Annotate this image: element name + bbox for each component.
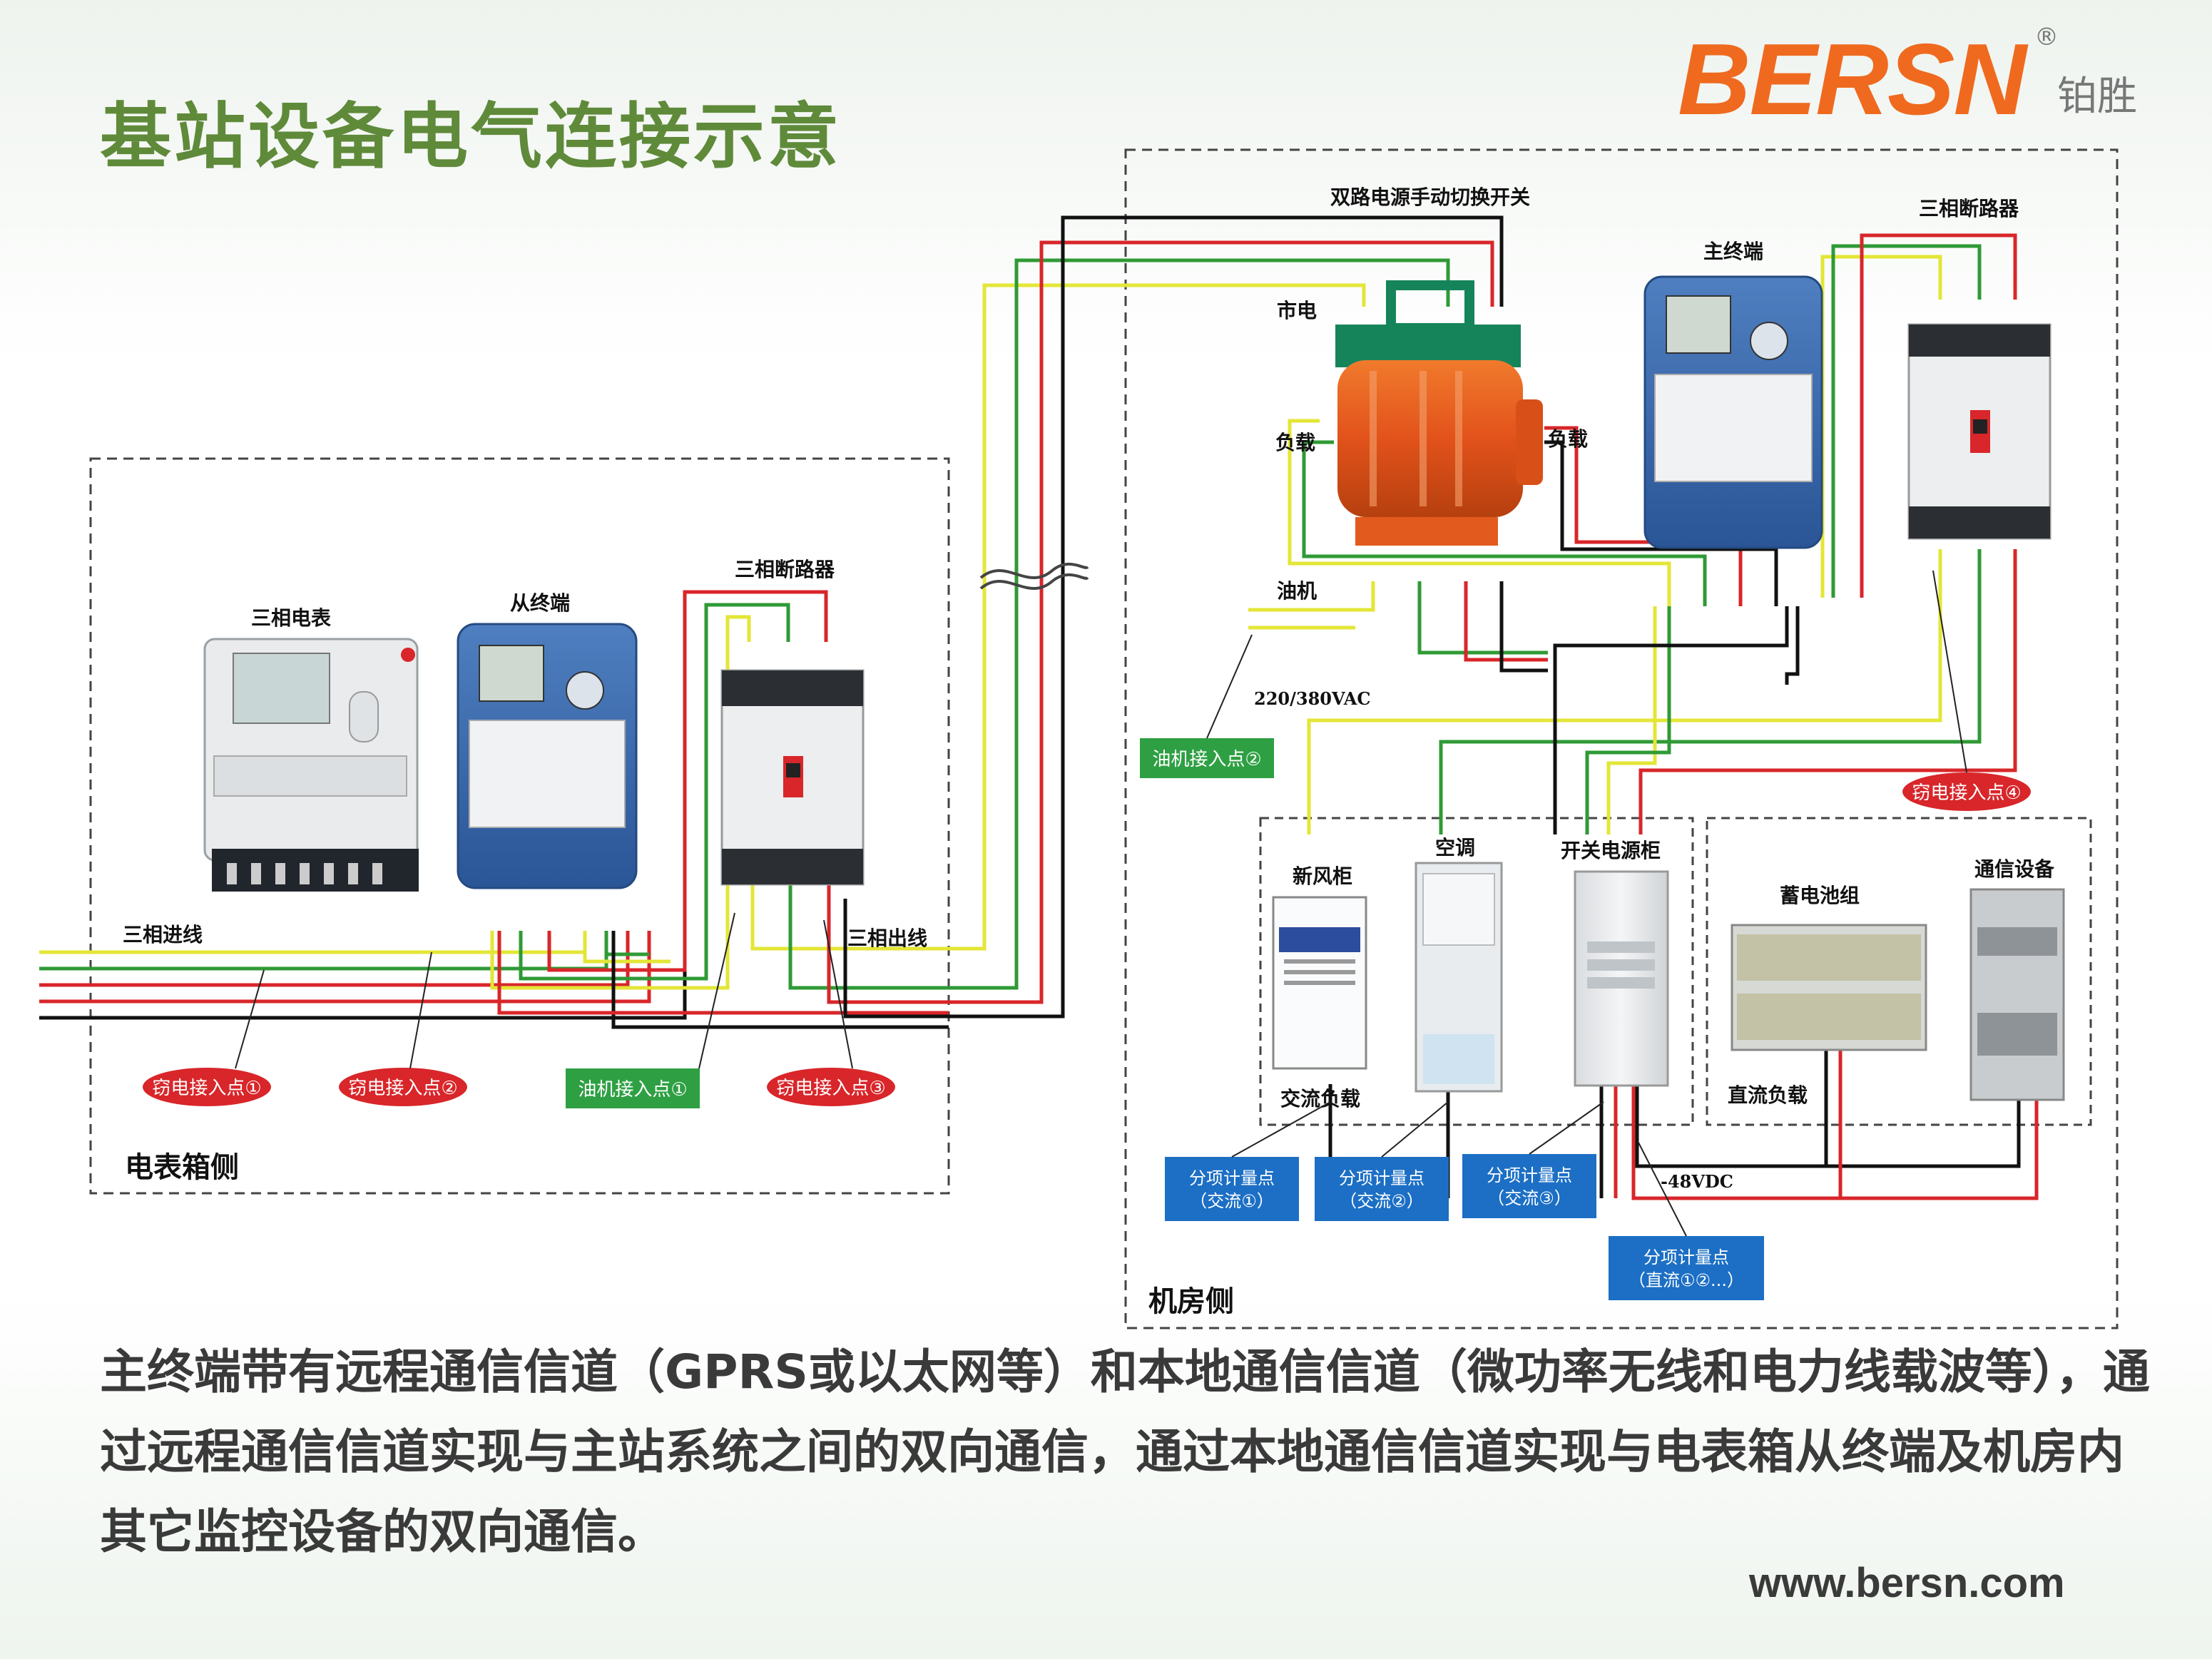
main-terminal xyxy=(1643,275,1823,549)
main-terminal-label: 主终端 xyxy=(1703,240,1763,263)
battery-bank xyxy=(1731,924,1927,1051)
sub-meter-dc-line1: 分项计量点 xyxy=(1643,1247,1729,1267)
sub-meter-ac3-line1: 分项计量点 xyxy=(1487,1165,1572,1185)
steal-point-1-text: 窃电接入点① xyxy=(152,1078,261,1099)
load-left-label: 负载 xyxy=(1275,431,1315,454)
steal-point-tag: 窃电接入点④ xyxy=(1902,772,2031,811)
room-side-wires xyxy=(1213,215,2039,1200)
generator-point-tag: 油机接入点② xyxy=(1140,738,1274,778)
dual-power-switch xyxy=(1335,280,1543,546)
incoming-line-label: 三相进线 xyxy=(123,923,203,946)
sub-metering-tag: 分项计量点 （交流③） xyxy=(1462,1154,1596,1218)
steal-point-2-text: 窃电接入点② xyxy=(348,1078,457,1099)
dual-switch-label: 双路电源手动切换开关 xyxy=(1330,185,1530,209)
website-url: www.bersn.com xyxy=(1749,1560,2065,1606)
description-text: 主终端带有远程通信信道（GPRS或以太网等）和本地通信信道（微功率无线和电力线载… xyxy=(100,1344,2150,1559)
steal-point-tag: 窃电接入点② xyxy=(339,1068,467,1106)
switch-power-label: 开关电源柜 xyxy=(1561,839,1661,862)
page-title: 基站设备电气连接示意 xyxy=(100,94,842,178)
tag-leader-lines xyxy=(235,570,1967,1237)
room-side-label: 机房侧 xyxy=(1148,1285,1234,1318)
comm-equipment-label: 通信设备 xyxy=(1974,857,2055,881)
right-breaker xyxy=(1907,323,2052,540)
dc-load-label: 直流负载 xyxy=(1728,1083,1808,1107)
room-side-boundary xyxy=(1124,148,2119,1329)
voltage-ac-label: 220/380VAC xyxy=(1254,688,1370,709)
ac-load-boundary xyxy=(1259,817,1694,1126)
voltage-dc-label: -48VDC xyxy=(1661,1171,1733,1192)
generator-label: 油机 xyxy=(1277,579,1317,603)
sub-meter-ac3-line2: （交流③） xyxy=(1487,1188,1571,1208)
battery-label: 蓄电池组 xyxy=(1780,884,1860,907)
steal-point-4-text: 窃电接入点④ xyxy=(1912,782,2021,804)
sub-meter-ac2-line1: 分项计量点 xyxy=(1339,1168,1424,1188)
generator-point-tag: 油机接入点① xyxy=(566,1068,700,1108)
brand-logo: BERSN ® 铂胜 xyxy=(1678,21,2191,136)
sub-metering-tag: 分项计量点 （交流①） xyxy=(1165,1157,1299,1221)
steal-point-tag: 窃电接入点① xyxy=(143,1068,271,1106)
brand-chinese: 铂胜 xyxy=(2057,73,2137,120)
steal-point-tag: 窃电接入点③ xyxy=(767,1068,895,1106)
outgoing-line-label: 三相出线 xyxy=(847,927,927,950)
sub-metering-tag: 分项计量点 （直流①②...） xyxy=(1609,1236,1764,1300)
generator-point-1-text: 油机接入点① xyxy=(578,1079,687,1101)
meter-side-label: 电表箱侧 xyxy=(125,1150,239,1184)
steal-point-3-text: 窃电接入点③ xyxy=(776,1078,885,1099)
generator-point-2-text: 油机接入点② xyxy=(1152,749,1261,770)
left-breaker-label: 三相断路器 xyxy=(735,558,835,581)
slave-terminal-label: 从终端 xyxy=(510,591,570,615)
aircon-label: 空调 xyxy=(1435,836,1475,859)
fresh-air-label: 新风柜 xyxy=(1293,864,1352,888)
registered-mark: ® xyxy=(2034,23,2059,51)
right-breaker-label: 三相断路器 xyxy=(1919,197,2019,220)
brand-name: BERSN xyxy=(1678,23,2027,136)
ac-load-label: 交流负载 xyxy=(1280,1087,1360,1111)
three-phase-meter-label: 三相电表 xyxy=(251,606,331,630)
three-phase-meter xyxy=(203,638,419,892)
dc-load-boundary xyxy=(1706,817,2092,1126)
sub-meter-ac1-line1: 分项计量点 xyxy=(1189,1168,1275,1188)
left-breaker xyxy=(720,669,865,886)
mains-label: 市电 xyxy=(1277,299,1317,322)
comm-equipment-rack xyxy=(1969,888,2065,1101)
sub-meter-dc-line2: （直流①②...） xyxy=(1629,1270,1744,1290)
air-conditioner xyxy=(1415,862,1503,1093)
load-right-label: 负载 xyxy=(1548,427,1588,451)
line-break-symbol xyxy=(979,562,1089,590)
sub-metering-tag: 分项计量点 （交流②） xyxy=(1315,1157,1449,1221)
meter-side-boundary xyxy=(89,457,950,1195)
switch-power-cabinet xyxy=(1574,870,1669,1087)
slave-to-breaker-wires xyxy=(490,590,949,1029)
sub-meter-ac2-line2: （交流②） xyxy=(1340,1191,1424,1211)
fresh-air-cabinet xyxy=(1272,896,1367,1070)
slave-terminal xyxy=(457,623,638,889)
sub-meter-ac1-line2: （交流①） xyxy=(1190,1191,1274,1211)
outgoing-wires xyxy=(750,215,1213,1019)
